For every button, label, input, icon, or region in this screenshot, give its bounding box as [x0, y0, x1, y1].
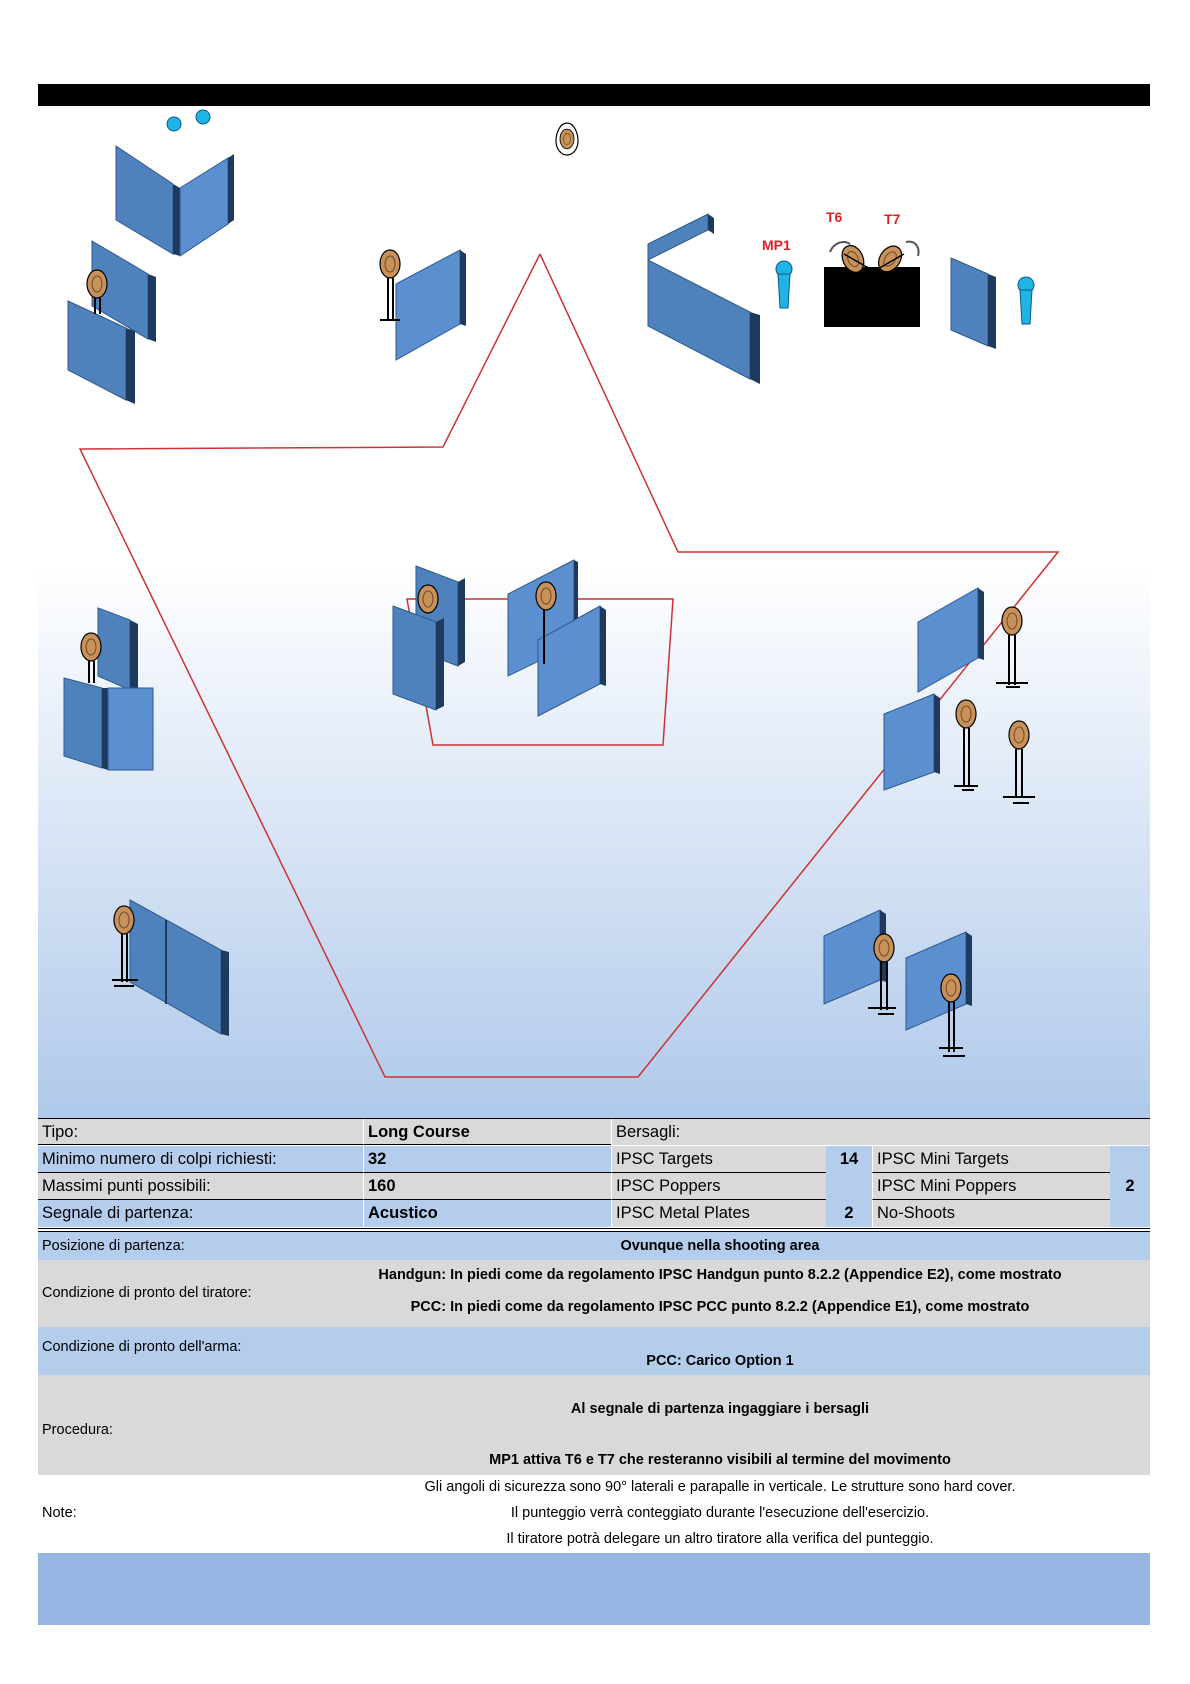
ipsc-targets-count: 14 [826, 1146, 872, 1173]
wall [97, 607, 131, 691]
wall [392, 605, 437, 711]
activator-icon [1017, 276, 1035, 325]
max-punti-value: 160 [363, 1173, 611, 1200]
no-shoots-count-cell [1110, 1200, 1150, 1227]
cond-arma-row: Condizione di pronto dell'arma: PCC: Car… [38, 1327, 1150, 1375]
shooting-area-outline [78, 253, 1060, 1078]
ipsc-mini-poppers-label: IPSC Mini Poppers [872, 1173, 1110, 1200]
wall-side [436, 618, 444, 710]
ipsc-metal-plates-count: 2 [826, 1200, 872, 1227]
footer-band [38, 1553, 1150, 1625]
min-colpi-value: 32 [363, 1146, 611, 1173]
t6-label: T6 [826, 209, 843, 225]
note-line2: Il punteggio verrà conteggiato durante l… [510, 1505, 930, 1521]
rotate-arrow-icon [829, 241, 851, 253]
row-segnale: Segnale di partenza: Acustico IPSC Metal… [38, 1200, 1150, 1227]
posizione-value: Ovunque nella shooting area [620, 1238, 820, 1254]
wall-side [148, 274, 156, 342]
note-row: Note: Gli angoli di sicurezza sono 90° l… [38, 1475, 1150, 1553]
mp1-activator-icon [775, 260, 793, 309]
posizione-label: Posizione di partenza: [42, 1238, 185, 1254]
stage-drawing: MP1 T6 T7 [38, 84, 1150, 1126]
min-colpi-label: Minimo numero di colpi richiesti: [38, 1146, 363, 1173]
cond-tiratore-label: Condizione di pronto del tiratore: [42, 1285, 252, 1301]
wall-side [130, 620, 138, 694]
cond-tiratore-line2: PCC: In piedi come da regolamento IPSC P… [410, 1299, 1030, 1315]
wall-side [102, 688, 108, 770]
posizione-row: Posizione di partenza: Ovunque nella sho… [38, 1232, 1150, 1260]
note-line1: Gli angoli di sicurezza sono 90° lateral… [424, 1479, 1016, 1495]
procedura-label: Procedura: [42, 1422, 113, 1438]
target-on-stand [954, 699, 978, 791]
ipsc-poppers-count [826, 1173, 872, 1200]
ipsc-metal-plates-label: IPSC Metal Plates [611, 1200, 826, 1227]
ipsc-mini-targets-label: IPSC Mini Targets [872, 1146, 1110, 1173]
bersagli-label: Bersagli: [611, 1119, 1150, 1145]
wall-side [458, 578, 465, 666]
procedura-row: Procedura: Al segnale di partenza ingagg… [38, 1375, 1150, 1475]
row-min-colpi: Minimo numero di colpi richiesti: 32 IPS… [38, 1146, 1150, 1173]
t7-label: T7 [884, 211, 901, 227]
segnale-value: Acustico [363, 1200, 611, 1227]
row-max-punti: Massimi punti possibili: 160 IPSC Popper… [38, 1173, 1150, 1200]
note-line3: Il tiratore potrà delegare un altro tira… [506, 1531, 934, 1547]
wall [950, 257, 989, 347]
cond-arma-label: Condizione di pronto dell'arma: [42, 1339, 242, 1355]
activator-dot [166, 116, 182, 132]
wall-side [126, 328, 135, 404]
header-bar [38, 84, 1150, 106]
target-on-stand [112, 905, 138, 987]
wall [107, 687, 154, 771]
target-on-stand [996, 606, 1028, 688]
ipsc-mini-poppers-count: 2 [1110, 1173, 1150, 1200]
target-icon [555, 122, 579, 156]
stage-diagram: MP1 T6 T7 [38, 84, 1150, 1126]
wall-side [934, 694, 940, 774]
ipsc-poppers-label: IPSC Poppers [611, 1173, 826, 1200]
mp1-label: MP1 [762, 237, 791, 253]
row-tipo: Tipo: Long Course Bersagli: [38, 1119, 1150, 1145]
wall-side [460, 250, 466, 326]
no-shoots-label: No-Shoots [872, 1200, 1110, 1227]
procedura-line2: MP1 attiva T6 e T7 che resteranno visibi… [489, 1452, 951, 1468]
mini-count-cell [1110, 1146, 1150, 1173]
wall-side [966, 932, 972, 1006]
tipo-label: Tipo: [38, 1119, 363, 1145]
wall-side [988, 274, 996, 349]
cond-tiratore-row: Condizione di pronto del tiratore: Handg… [38, 1260, 1150, 1327]
wall-side [221, 950, 229, 1036]
pivot-line [843, 253, 873, 271]
target [86, 269, 108, 314]
wall-side [708, 214, 714, 234]
target-on-stand [939, 973, 965, 1057]
wall-side [228, 154, 234, 224]
wall-side [750, 312, 760, 384]
wall-side [978, 588, 984, 660]
target [417, 584, 439, 614]
rotate-arrow-icon [905, 240, 920, 257]
wall-side [600, 606, 606, 686]
pivot-line [875, 253, 905, 271]
max-punti-label: Massimi punti possibili: [38, 1173, 363, 1200]
tipo-value: Long Course [363, 1119, 611, 1145]
ipsc-targets-label: IPSC Targets [611, 1146, 826, 1173]
segnale-label: Segnale di partenza: [38, 1200, 363, 1227]
procedura-line1: Al segnale di partenza ingaggiare i bers… [570, 1401, 870, 1417]
moving-target-box [824, 267, 920, 327]
activator-dot [195, 109, 211, 125]
target [535, 581, 557, 664]
wall [63, 677, 103, 769]
note-label: Note: [42, 1505, 77, 1521]
cond-arma-value: PCC: Carico Option 1 [646, 1353, 794, 1369]
wall-side [173, 184, 180, 256]
target-on-stand [868, 933, 896, 1015]
cond-tiratore-line1: Handgun: In piedi come da regolamento IP… [378, 1267, 1062, 1283]
target-on-stand [379, 249, 401, 321]
target [80, 632, 102, 683]
target-on-stand [1003, 720, 1035, 804]
